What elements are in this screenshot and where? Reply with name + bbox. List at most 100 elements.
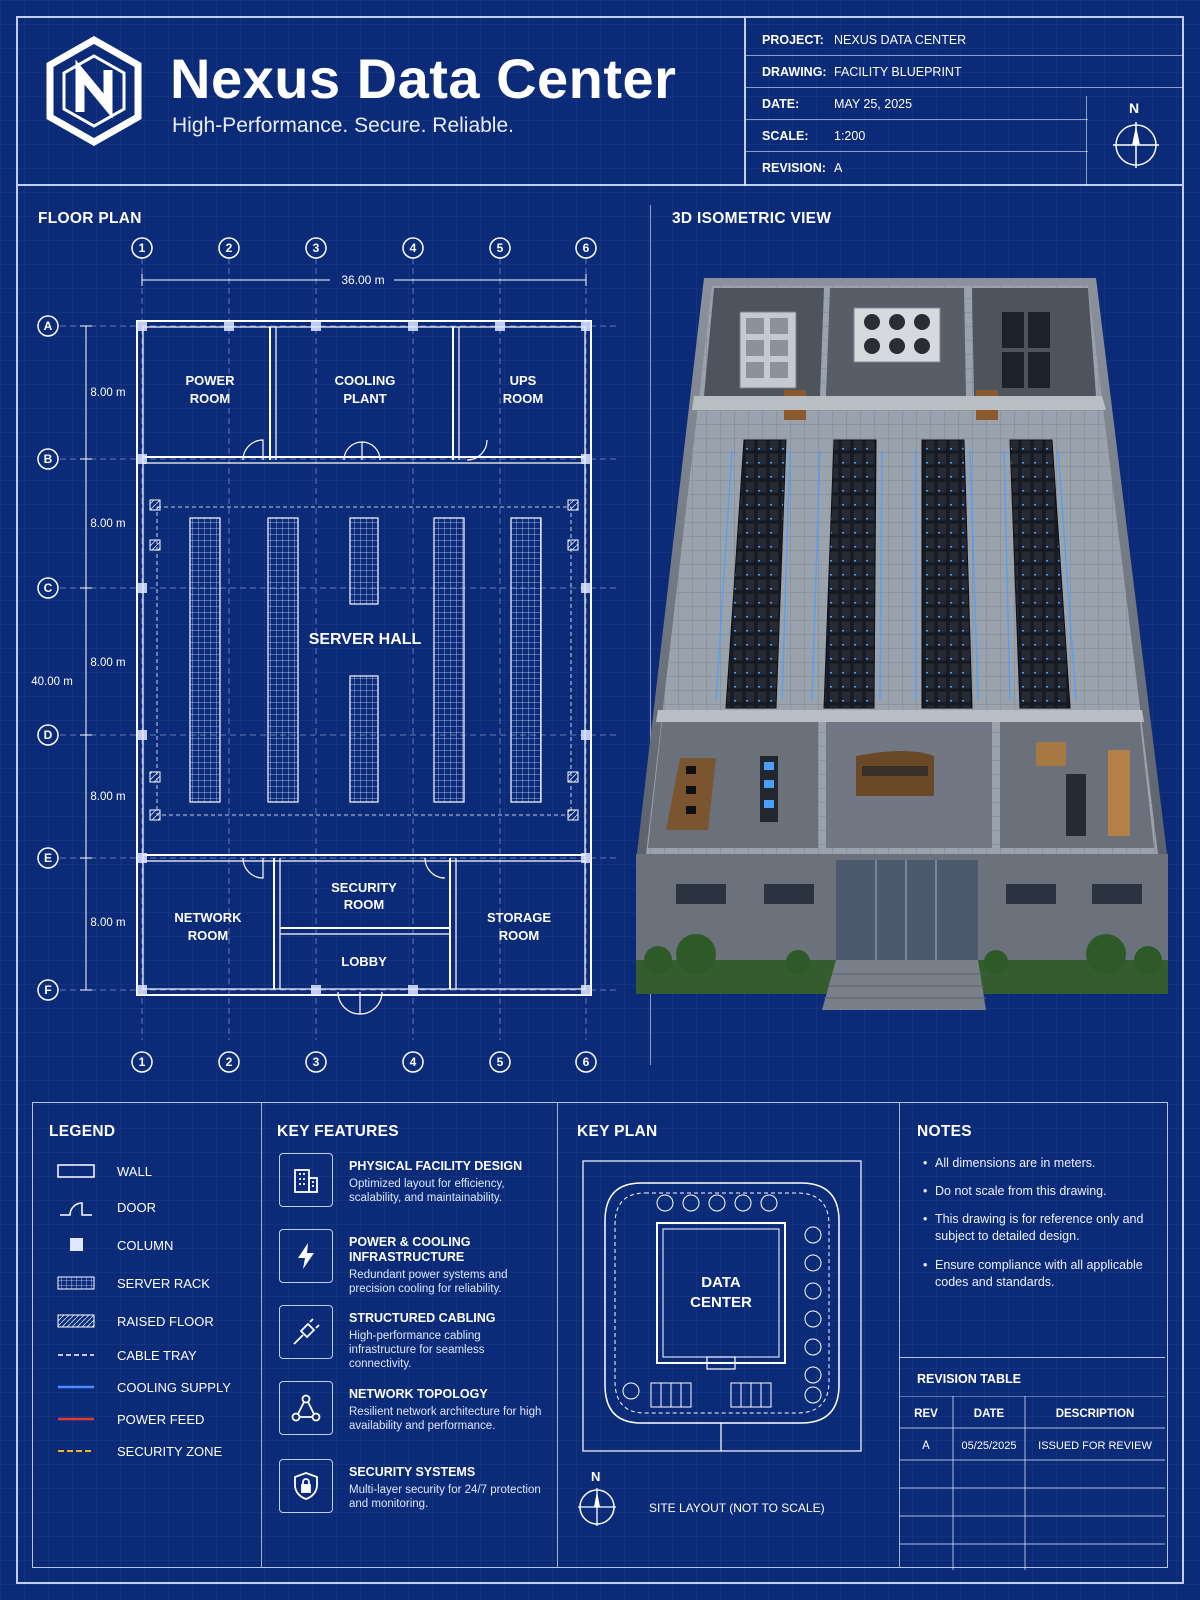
room-label-lobby: LOBBY (341, 954, 387, 969)
notes-title: NOTES (917, 1123, 972, 1140)
feature-title: PHYSICAL FACILITY DESIGN (349, 1159, 523, 1173)
panel-divider (557, 1103, 558, 1567)
revision-header: DATE (973, 1408, 1005, 1420)
title-block-key: DATE: (762, 96, 800, 111)
rack-symbol-icon (53, 1274, 99, 1292)
grid-row-label: D (44, 728, 53, 742)
key-features-panel: KEY FEATURES PHYSICAL FACILITY DESIGN Op… (261, 1103, 557, 1567)
revision-cell: A (922, 1440, 930, 1452)
grid-col-label: 3 (313, 1055, 320, 1069)
parking-spaces (650, 1382, 772, 1408)
title-block-key: PROJECT: (762, 32, 824, 47)
width-dimension: 36.00 m (341, 273, 384, 287)
title-block-key: REVISION: (762, 161, 826, 175)
feature-description: Multi-layer security for 24/7 protection… (349, 1484, 541, 1510)
room-label-storage: STORAGE (487, 910, 551, 925)
revision-header: REV (914, 1408, 938, 1420)
legend-label: DOOR (117, 1199, 156, 1215)
bay-dimension: 8.00 m (90, 791, 125, 803)
isometric-rendering (636, 278, 1168, 1010)
shield-lock-icon (279, 1459, 333, 1513)
grid-row-label: A (44, 319, 53, 333)
title-block-value: MAY 25, 2025 (834, 96, 913, 111)
legend-label: POWER FEED (117, 1411, 205, 1427)
north-label: N (1129, 100, 1140, 116)
legend-item: WALL (53, 1161, 152, 1181)
floor-plan-title: FLOOR PLAN (38, 210, 142, 227)
room-label-network: ROOM (188, 928, 228, 943)
lightning-icon (279, 1229, 333, 1283)
revision-cell: 05/25/2025 (961, 1440, 1017, 1452)
grid-col-label: 2 (226, 1055, 233, 1069)
legend-label: COOLING SUPPLY (117, 1379, 231, 1395)
legend-label: RAISED FLOOR (117, 1313, 214, 1329)
floor-plan-racks (189, 517, 542, 803)
cooling-line-icon (53, 1378, 99, 1396)
title-block-value: 1:200 (834, 128, 866, 143)
storage-boxes (1036, 742, 1130, 836)
cable-tray-line-icon (53, 1346, 99, 1364)
feature-description: Optimized layout for efficiency, scalabi… (349, 1178, 505, 1204)
grid-bubbles (37, 237, 597, 1073)
column-symbol-icon (53, 1236, 99, 1254)
ups-cabinets (1002, 312, 1050, 388)
entrance-steps (822, 960, 986, 1010)
site-plan-drawing: DATA CENTER (582, 1160, 862, 1452)
title-block-value: FACILITY BLUEPRINT (834, 64, 962, 79)
note-item: Do not scale from this drawing. (923, 1183, 1155, 1200)
desk-workstations (666, 756, 778, 830)
key-plan-title: KEY PLAN (577, 1123, 658, 1140)
legend-item: COLUMN (53, 1235, 173, 1255)
key-plan-building-label: CENTER (690, 1294, 752, 1311)
note-item: All dimensions are in meters. (923, 1155, 1155, 1172)
wall-symbol-icon (53, 1162, 99, 1180)
legend-label: SECURITY ZONE (117, 1443, 223, 1459)
section-divider (650, 205, 651, 1065)
legend-label: COLUMN (117, 1237, 174, 1253)
network-topology-icon (279, 1381, 333, 1435)
legend-item: CABLE TRAY (53, 1345, 197, 1365)
note-item: This drawing is for reference only and s… (923, 1211, 1155, 1245)
bay-dimension: 8.00 m (90, 917, 125, 929)
panel-divider (261, 1103, 262, 1567)
legend-item: SERVER RACK (53, 1273, 210, 1293)
title-block-key: SCALE: (762, 128, 809, 143)
height-dimension: 40.00 m (31, 676, 73, 688)
feature-title: POWER & COOLING INFRASTRUCTURE (349, 1235, 471, 1264)
grid-col-label: 6 (583, 1055, 590, 1069)
room-label-cooling: COOLING (335, 373, 396, 388)
grid-col-label: 4 (410, 1055, 417, 1069)
compass-icon (578, 1488, 616, 1526)
brand-tagline: High-Performance. Secure. Reliable. (172, 114, 514, 137)
legend-item: RAISED FLOOR (53, 1311, 214, 1331)
revision-header: DESCRIPTION (1055, 1408, 1135, 1420)
title-block-key: DRAWING: (762, 64, 827, 79)
cable-plug-icon (279, 1305, 333, 1359)
bottom-panels: LEGEND WALL DOOR COLUMN SERVER RACK RAIS… (32, 1102, 1169, 1570)
drawing-frame (16, 16, 1184, 1584)
door-symbol-icon (53, 1198, 99, 1216)
legend-label: CABLE TRAY (117, 1347, 197, 1363)
feature-description: Resilient network architecture for high … (349, 1406, 542, 1432)
bay-dimension: 8.00 m (90, 518, 125, 530)
compass-box: N (1086, 96, 1182, 186)
notes-panel: NOTES All dimensions are in meters. Do n… (899, 1103, 1169, 1570)
grid-col-label: 2 (226, 241, 233, 255)
panel-divider (899, 1103, 900, 1567)
compass-icon (1113, 122, 1159, 168)
key-plan-panel: KEY PLAN DATA CENTER N (557, 1103, 899, 1567)
raised-floor-symbol-icon (53, 1312, 99, 1330)
nexus-logo-icon (46, 36, 142, 146)
grid-col-label: 3 (313, 241, 320, 255)
title-block: PROJECT: NEXUS DATA CENTER DRAWING: FACI… (744, 18, 1184, 186)
feature-title: STRUCTURED CABLING (349, 1311, 496, 1325)
title-block-value: A (834, 161, 843, 175)
room-label-ups: UPS (510, 373, 537, 388)
legend-label: SERVER RACK (117, 1275, 210, 1291)
legend-title: LEGEND (49, 1123, 116, 1140)
note-item: Ensure compliance with all applicable co… (923, 1257, 1155, 1291)
bay-dimension: 8.00 m (90, 387, 125, 399)
key-features-title: KEY FEATURES (277, 1123, 399, 1140)
title-block-row: PROJECT: NEXUS DATA CENTER (746, 24, 1184, 56)
chiller-unit-icon (853, 307, 941, 363)
